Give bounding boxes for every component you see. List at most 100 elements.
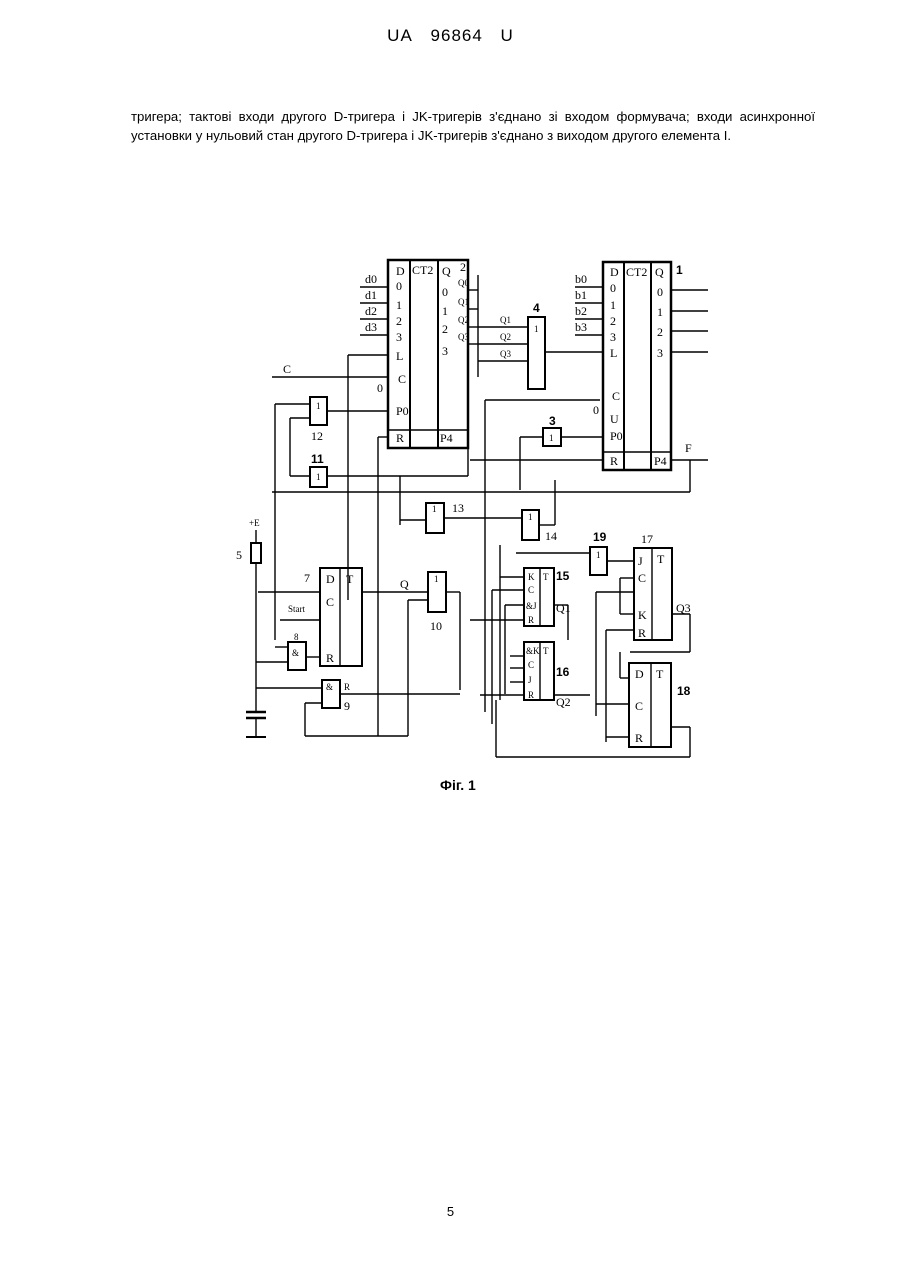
gate-9-label: 9 [344, 699, 350, 713]
ff16-C: C [528, 660, 534, 670]
ff17-K: K [638, 608, 647, 622]
gate-14-label: 14 [545, 529, 557, 543]
ff-15-label: 15 [556, 569, 570, 583]
c1-pin-1: 1 [610, 298, 616, 312]
clock-label: C [283, 362, 291, 376]
c1-out-P4: P4 [654, 454, 667, 468]
ff18-D: D [635, 667, 644, 681]
c1-pin-R: R [610, 454, 618, 468]
resistor-5-label: 5 [236, 548, 242, 562]
c1-pin-L: L [610, 346, 617, 360]
gate-14-sym: 1 [528, 512, 533, 522]
input-b0: b0 [575, 272, 587, 286]
ff17-R: R [638, 626, 646, 640]
ff16-J: J [528, 675, 532, 685]
gate-13-sym: 1 [432, 504, 437, 514]
zero-label-2: 0 [593, 403, 599, 417]
c1-out-2: 2 [657, 325, 663, 339]
c2-out-Q: Q [442, 264, 451, 278]
c1-pin-2: 2 [610, 314, 616, 328]
g4-q1: Q1 [500, 315, 511, 325]
resistor-5 [251, 543, 261, 563]
c2-pin-D: D [396, 264, 405, 278]
g4-q2: Q2 [500, 332, 511, 342]
ff16-T: T [543, 646, 549, 656]
ff-17-label: 17 [641, 532, 653, 546]
gate-8-sym: & [292, 648, 299, 658]
ff15-C: C [528, 585, 534, 595]
gate-19-sym: 1 [596, 550, 601, 560]
ff18-R: R [635, 731, 643, 745]
c2-pin-L: L [396, 349, 403, 363]
ff15-Q1: Q1 [556, 601, 571, 615]
gate-4-label: 4 [533, 301, 540, 315]
gate-3-label: 3 [549, 414, 556, 428]
input-b2: b2 [575, 304, 587, 318]
gate-9-sym: & [326, 682, 333, 692]
input-d0: d0 [365, 272, 377, 286]
c2-q0: Q0 [458, 278, 469, 288]
c2-pin-P0: P0 [396, 404, 409, 418]
c2-pin-2: 2 [396, 314, 402, 328]
c1-title: CT2 [626, 265, 647, 279]
ff-7-label: 7 [304, 571, 310, 585]
c2-pin-R: R [396, 431, 404, 445]
c2-out-P4: P4 [440, 431, 453, 445]
c1-pin-C: C [612, 389, 620, 403]
ff7-T: T [346, 572, 354, 586]
c2-pin-1: 1 [396, 298, 402, 312]
page-number: 5 [0, 1204, 901, 1219]
ff18-C: C [635, 699, 643, 713]
c1-pin-U: U [610, 412, 619, 426]
zero-label-1: 0 [377, 381, 383, 395]
c2-pin-3: 3 [396, 330, 402, 344]
gate-11-label: 11 [311, 452, 324, 466]
c1-out-Q: Q [655, 265, 664, 279]
g4-q3: Q3 [500, 349, 511, 359]
ff16-R: R [528, 690, 534, 700]
gate-11-sym: 1 [316, 472, 321, 482]
c2-q2: Q2 [458, 315, 469, 325]
c1-out-0: 0 [657, 285, 663, 299]
f-label: F [685, 441, 692, 455]
c2-pin-C: C [398, 372, 406, 386]
ff7-R: R [326, 651, 334, 665]
c1-pin-D: D [610, 265, 619, 279]
ff-16-label: 16 [556, 665, 570, 679]
c1-pin-P0: P0 [610, 429, 623, 443]
c1-out-1: 1 [657, 305, 663, 319]
gate-12-label: 12 [311, 429, 323, 443]
input-b3: b3 [575, 320, 587, 334]
gate-4-sym: 1 [534, 324, 539, 334]
ff15-R: R [528, 615, 534, 625]
ff-18-label: 18 [677, 684, 691, 698]
gate-3-sym: 1 [549, 433, 554, 443]
ff15-K: K [528, 572, 535, 582]
q-label: Q [400, 577, 409, 591]
ff17-T: T [657, 552, 665, 566]
c2-out-1: 1 [442, 304, 448, 318]
c1-pin-3: 3 [610, 330, 616, 344]
ff18-T: T [656, 667, 664, 681]
ff7-D: D [326, 572, 335, 586]
ff17-C: C [638, 571, 646, 585]
gate-13-label: 13 [452, 501, 464, 515]
input-d2: d2 [365, 304, 377, 318]
gate-10-label: 10 [430, 619, 442, 633]
c2-q1: Q1 [458, 297, 469, 307]
c2-title: CT2 [412, 263, 433, 277]
figure-caption: Фіг. 1 [440, 777, 476, 793]
c2-out-0: 0 [442, 285, 448, 299]
ff17-Q3: Q3 [676, 601, 691, 615]
c2-out-2: 2 [442, 322, 448, 336]
c1-pin-0: 0 [610, 281, 616, 295]
c1-label: 1 [676, 263, 683, 277]
rbar-label: R [344, 682, 350, 692]
ff15-T: T [543, 572, 549, 582]
c2-q3: Q3 [458, 332, 469, 342]
ff7-C: C [326, 595, 334, 609]
ff17-J: J [638, 554, 643, 568]
power-label: +E [249, 518, 260, 528]
start-label: Start [288, 604, 305, 614]
